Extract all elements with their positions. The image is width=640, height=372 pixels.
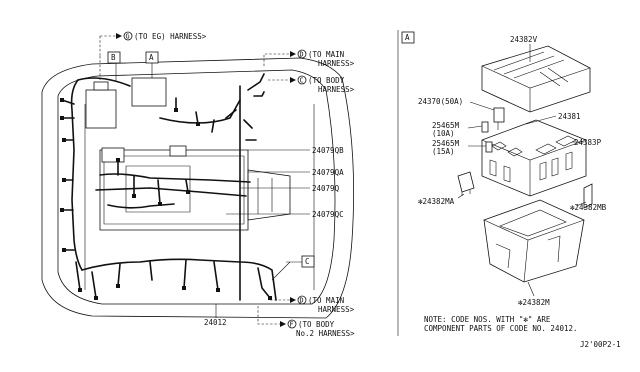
part-label-24012: 24012 xyxy=(204,318,227,327)
engine-bay-outline xyxy=(41,57,355,319)
part-label-24381: 24381 xyxy=(558,112,581,121)
svg-text:D: D xyxy=(300,51,304,59)
note-line-1: NOTE: CODE NOS. WITH "✻" ARE xyxy=(424,315,551,324)
box-c-text: C xyxy=(305,257,310,266)
fuse-block-24383p xyxy=(481,119,587,197)
box-label-c: C xyxy=(301,255,315,268)
svg-text:(TO BODY: (TO BODY xyxy=(308,76,345,85)
callout-to-main-harness-bottom: D (TO MAIN HARNESS> xyxy=(297,295,355,314)
fuse-box-cover-24382v xyxy=(481,45,591,113)
callout-to-body-harness: C (TO BODY HARNESS> xyxy=(297,75,355,94)
right-box-label-a: A xyxy=(401,31,415,44)
part-label-24370: 24370(50A) xyxy=(418,97,463,106)
part-label-24382m: ✻24382M xyxy=(518,298,550,307)
box-b-text: B xyxy=(111,53,116,62)
svg-text:F: F xyxy=(290,321,294,329)
svg-text:(TO BODY: (TO BODY xyxy=(298,320,335,329)
svg-text:(TO MAIN: (TO MAIN xyxy=(308,296,344,305)
part-label-24382mb: ✻24382MB xyxy=(570,203,607,212)
callout-to-body-no2-harness: F (TO BODY No.2 HARNESS> xyxy=(287,319,355,338)
box-label-b: B xyxy=(107,51,121,64)
callout-to-eg-harness: G (TO EG) HARNESS> xyxy=(123,31,207,41)
svg-text:HARNESS>: HARNESS> xyxy=(318,85,355,94)
part-label-24383p: 24383P xyxy=(574,138,602,147)
part-label-24079q: 24079Q xyxy=(312,184,340,193)
svg-text:(TO MAIN: (TO MAIN xyxy=(308,50,344,59)
box-label-a: A xyxy=(145,51,159,64)
engine-block xyxy=(99,145,291,231)
relay-24382ma xyxy=(457,171,475,196)
callout-leaders xyxy=(99,35,310,325)
relay-box-b xyxy=(85,81,117,129)
drawing-number: J2'00P2-1 xyxy=(580,340,621,349)
part-label-24079qa: 24079QA xyxy=(312,168,344,177)
fusible-link-24370 xyxy=(493,107,505,130)
part-label-25465m-10a: 25465M xyxy=(432,121,460,130)
part-label-24382v: 24382V xyxy=(510,35,538,44)
arrow-heads xyxy=(116,33,296,327)
box-a-text: A xyxy=(149,53,154,62)
svg-text:G: G xyxy=(126,33,130,41)
svg-text:D: D xyxy=(300,297,304,305)
svg-text:HARNESS>: HARNESS> xyxy=(318,305,355,314)
part-label-24079qb: 24079QB xyxy=(312,146,344,155)
callout-text: (TO EG) HARNESS> xyxy=(134,32,207,41)
svg-text:C: C xyxy=(300,77,304,85)
part-label-24382ma: ✻24382MA xyxy=(418,197,455,206)
svg-text:HARNESS>: HARNESS> xyxy=(318,59,355,68)
part-label-24079qc: 24079QC xyxy=(312,210,344,219)
svg-text:(10A): (10A) xyxy=(432,129,455,138)
svg-text:A: A xyxy=(405,33,410,42)
callout-to-main-harness-top: D (TO MAIN HARNESS> xyxy=(297,49,355,68)
note-line-2: COMPONENT PARTS OF CODE NO. 24012. xyxy=(424,324,578,333)
svg-text:No.2 HARNESS>: No.2 HARNESS> xyxy=(296,329,355,338)
fuse-box-lower-24382m xyxy=(483,199,585,283)
part-label-25465m-15a: 25465M xyxy=(432,139,460,148)
fuse-box-a-location xyxy=(131,77,167,107)
svg-text:(15A): (15A) xyxy=(432,147,455,156)
connector-dots xyxy=(60,98,272,300)
right-leader-lines xyxy=(457,44,587,297)
harness-wires xyxy=(61,73,277,301)
fuses-25465m xyxy=(481,121,493,153)
